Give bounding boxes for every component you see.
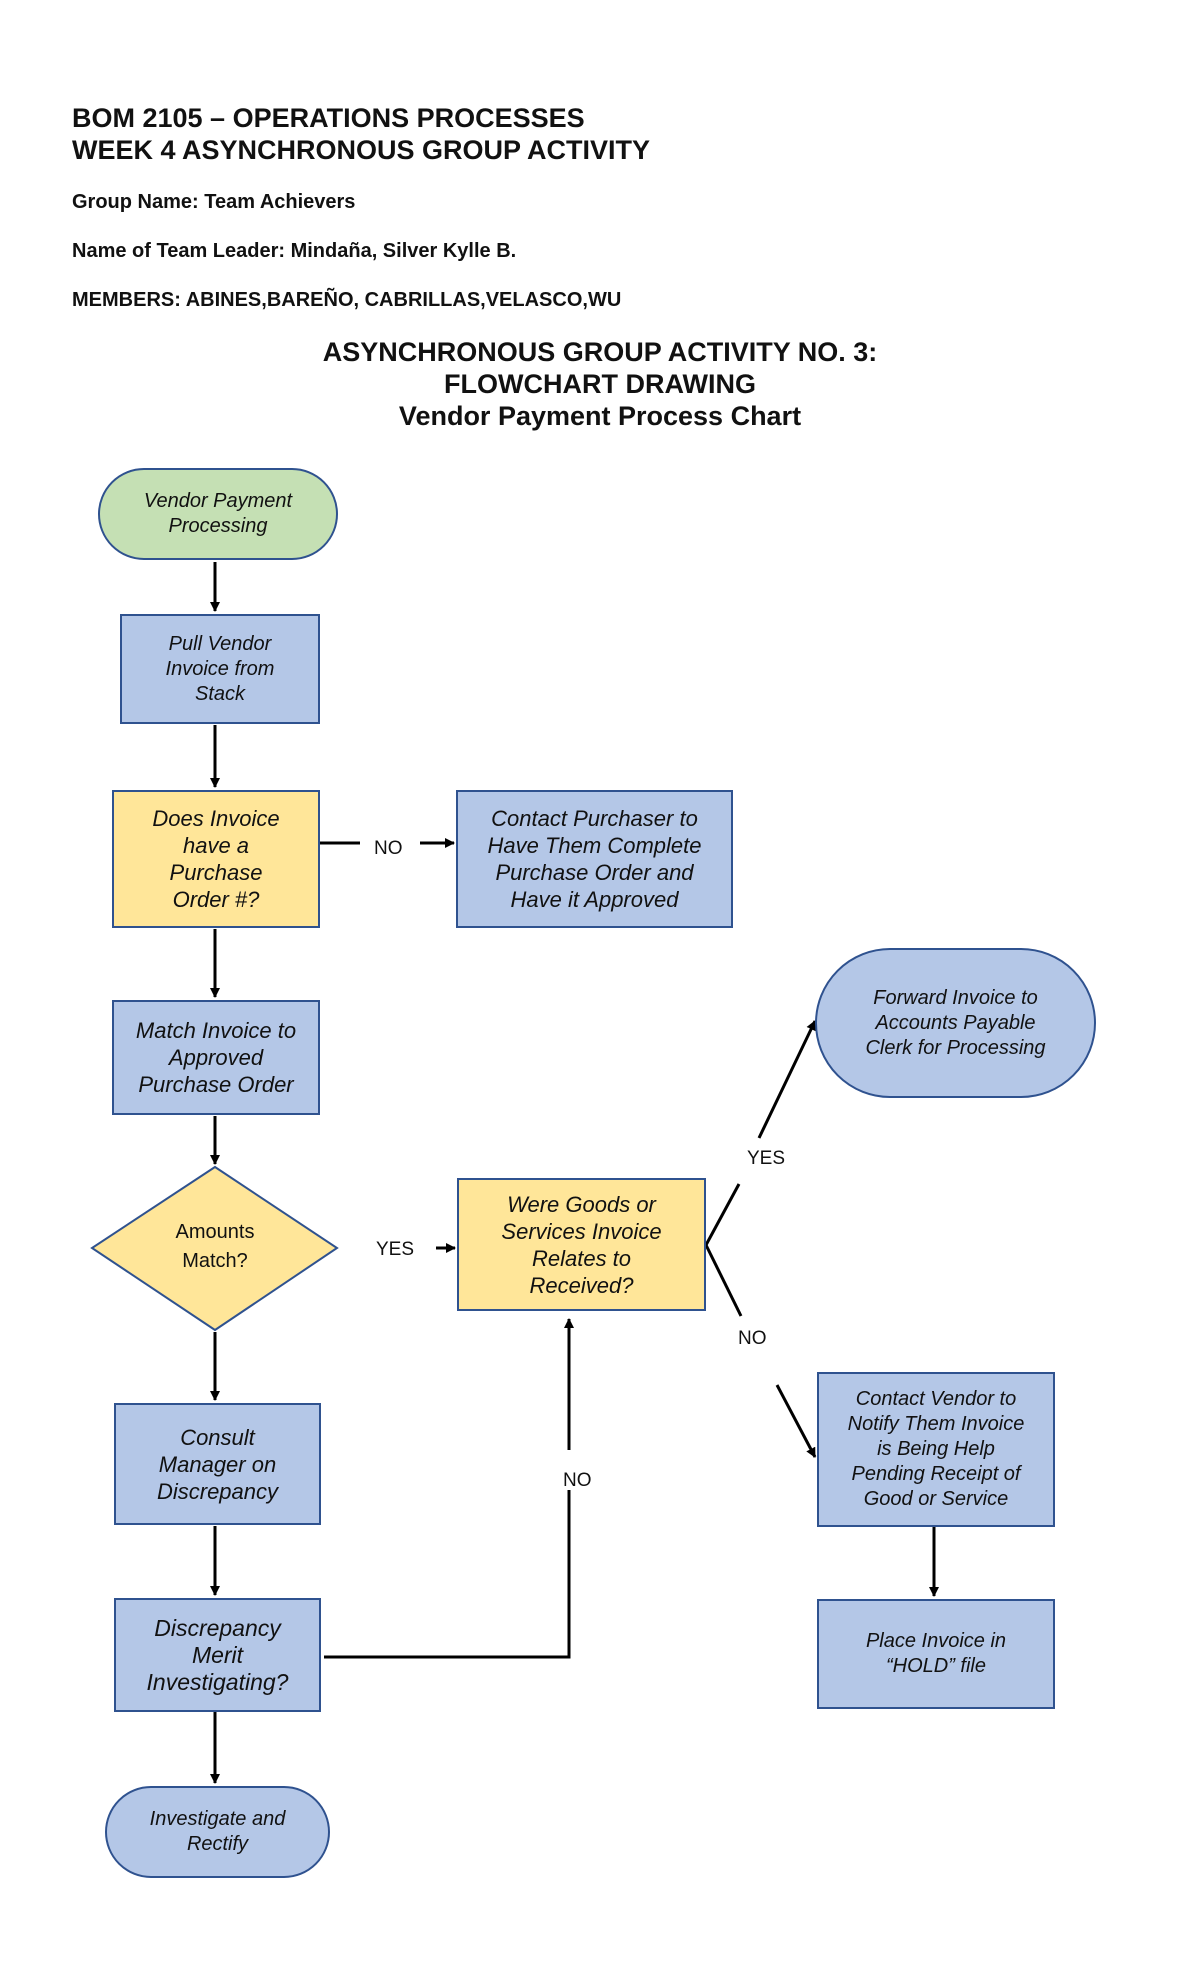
start-vendor-payment-processing: Vendor Payment Processing (98, 468, 338, 560)
edge-goods-no-a (704, 1244, 743, 1317)
members: MEMBERS: ABINES,BAREÑO, CABRILLAS,VELASC… (72, 289, 622, 311)
process-pull-vendor-invoice: Pull Vendor Invoice from Stack (120, 614, 320, 724)
end-forward-invoice: Forward Invoice to Accounts Payable Cler… (815, 948, 1096, 1098)
team-leader: Name of Team Leader: Mindaña, Silver Kyl… (72, 240, 517, 262)
diagram-title-line1: ASYNCHRONOUS GROUP ACTIVITY NO. 3: (322, 337, 878, 367)
diagram-title-line2: FLOWCHART DRAWING (444, 369, 756, 399)
label-goods-yes: YES (747, 1148, 786, 1169)
process-match-invoice: Match Invoice to Approved Purchase Order (112, 1000, 320, 1115)
diagram-title-line3: Vendor Payment Process Chart (398, 401, 802, 431)
edge-merit-no-a (324, 1490, 571, 1659)
process-contact-purchaser: Contact Purchaser to Have Them Complete … (456, 790, 733, 928)
label-goods-no: NO (738, 1328, 767, 1349)
decision-discrepancy-merit: Discrepancy Merit Investigating? (114, 1598, 321, 1712)
course-title: BOM 2105 – OPERATIONS PROCESSES (72, 103, 585, 133)
label-amounts-yes: YES (376, 1239, 415, 1260)
decision-amounts-match (90, 1165, 339, 1332)
activity-title: WEEK 4 ASYNCHRONOUS GROUP ACTIVITY (72, 135, 651, 165)
decision-amounts-match-label: Amounts Match? (175, 1221, 255, 1272)
process-consult-manager: Consult Manager on Discrepancy (114, 1403, 321, 1525)
label-merit-no: NO (563, 1470, 592, 1491)
process-contact-vendor: Contact Vendor to Notify Them Invoice is… (817, 1372, 1055, 1527)
label-po-no: NO (374, 838, 403, 859)
group-name: Group Name: Team Achievers (72, 191, 356, 213)
end-place-invoice-hold: Place Invoice in “HOLD” file (817, 1599, 1055, 1709)
decision-goods-received: Were Goods or Services Invoice Relates t… (457, 1178, 706, 1311)
edge-goods-yes-b (757, 1020, 817, 1139)
edge-goods-yes-a (704, 1183, 741, 1246)
edge-goods-no-b (775, 1384, 817, 1458)
end-investigate-and-rectify: Investigate and Rectify (105, 1786, 330, 1878)
decision-has-purchase-order: Does Invoice have a Purchase Order #? (112, 790, 320, 928)
